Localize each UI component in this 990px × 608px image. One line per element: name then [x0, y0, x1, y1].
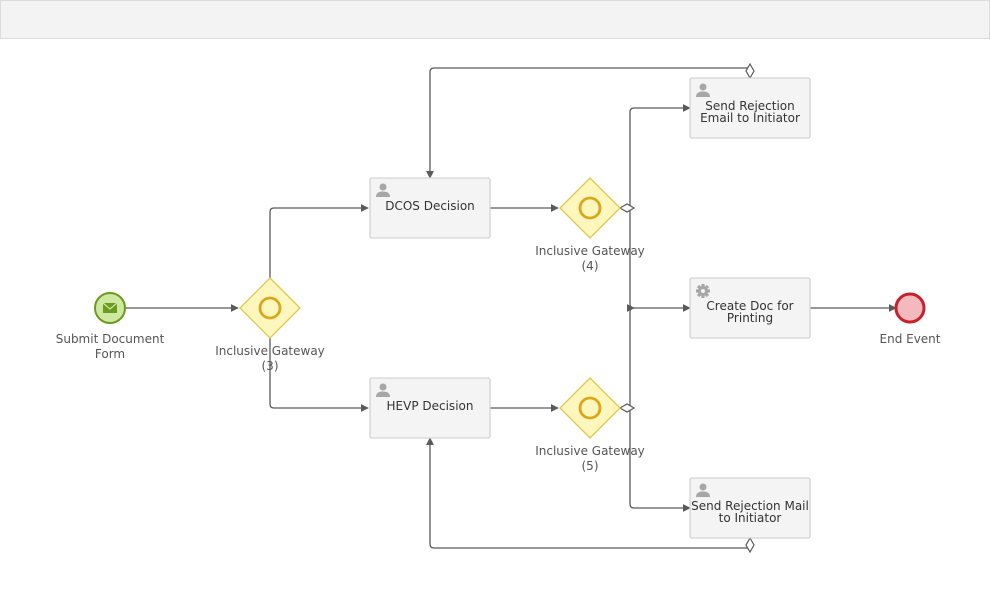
task-rejection-email-label-line2: Email to Initiator — [700, 111, 800, 125]
user-icon — [376, 183, 390, 197]
flow-rejection-email-to-dcos[interactable] — [426, 67, 751, 179]
start-event[interactable] — [94, 292, 126, 324]
gateway-4-label-line1: Inclusive Gateway — [535, 244, 645, 258]
task-send-rejection-email[interactable]: Send Rejection Email to Initiator — [689, 77, 811, 139]
gateway-3-label-line2: (3) — [262, 359, 279, 373]
gear-icon — [696, 284, 710, 298]
start-event-label-line2: Form — [95, 347, 125, 361]
flow-gateway4-to-create-doc[interactable] — [629, 208, 691, 312]
user-icon — [696, 483, 710, 497]
end-event-label: End Event — [880, 332, 941, 346]
envelope-icon — [102, 302, 118, 313]
task-dcos-label: DCOS Decision — [385, 199, 475, 213]
task-create-doc[interactable]: Create Doc for Printing — [689, 277, 811, 339]
flow-gateway3-to-dcos[interactable] — [269, 204, 369, 278]
condition-marker — [745, 536, 755, 554]
flow-gateway5-to-rejection-mail[interactable] — [629, 408, 691, 512]
flow-gateway3-to-hevp[interactable] — [269, 338, 369, 412]
inclusive-circle-icon — [258, 296, 282, 320]
task-rejection-mail-label-line1: Send Rejection Mail — [691, 499, 809, 513]
condition-marker — [745, 62, 755, 80]
flow-gateway5-to-create-doc[interactable] — [626, 304, 635, 409]
condition-marker — [618, 203, 636, 213]
end-event[interactable] — [894, 292, 926, 324]
inclusive-circle-icon — [578, 196, 602, 220]
top-toolbar — [0, 0, 990, 39]
gateway-5-label-line2: (5) — [582, 459, 599, 473]
start-event-label-line1: Submit Document — [56, 332, 165, 346]
task-rejection-email-label-line1: Send Rejection — [705, 99, 795, 113]
inclusive-gateway-3[interactable] — [239, 277, 301, 339]
task-create-doc-label-line2: Printing — [727, 311, 773, 325]
gateway-3-label-line1: Inclusive Gateway — [215, 344, 325, 358]
task-send-rejection-mail[interactable]: Send Rejection Mail to Initiator — [689, 477, 811, 539]
inclusive-gateway-5[interactable] — [559, 377, 621, 439]
task-create-doc-label-line1: Create Doc for — [706, 299, 793, 313]
flow-gateway4-to-rejection-email[interactable] — [629, 104, 691, 209]
task-dcos-decision[interactable]: DCOS Decision — [369, 177, 491, 239]
task-hevp-label: HEVP Decision — [387, 399, 474, 413]
flow-rejection-mail-to-hevp[interactable] — [426, 437, 751, 549]
task-hevp-decision[interactable]: HEVP Decision — [369, 377, 491, 439]
task-rejection-mail-label-line2: to Initiator — [719, 511, 782, 525]
user-icon — [376, 383, 390, 397]
condition-marker — [618, 403, 636, 413]
user-icon — [696, 83, 710, 97]
inclusive-gateway-4[interactable] — [559, 177, 621, 239]
gateway-5-label-line1: Inclusive Gateway — [535, 444, 645, 458]
inclusive-circle-icon — [578, 396, 602, 420]
gateway-4-label-line2: (4) — [582, 259, 599, 273]
